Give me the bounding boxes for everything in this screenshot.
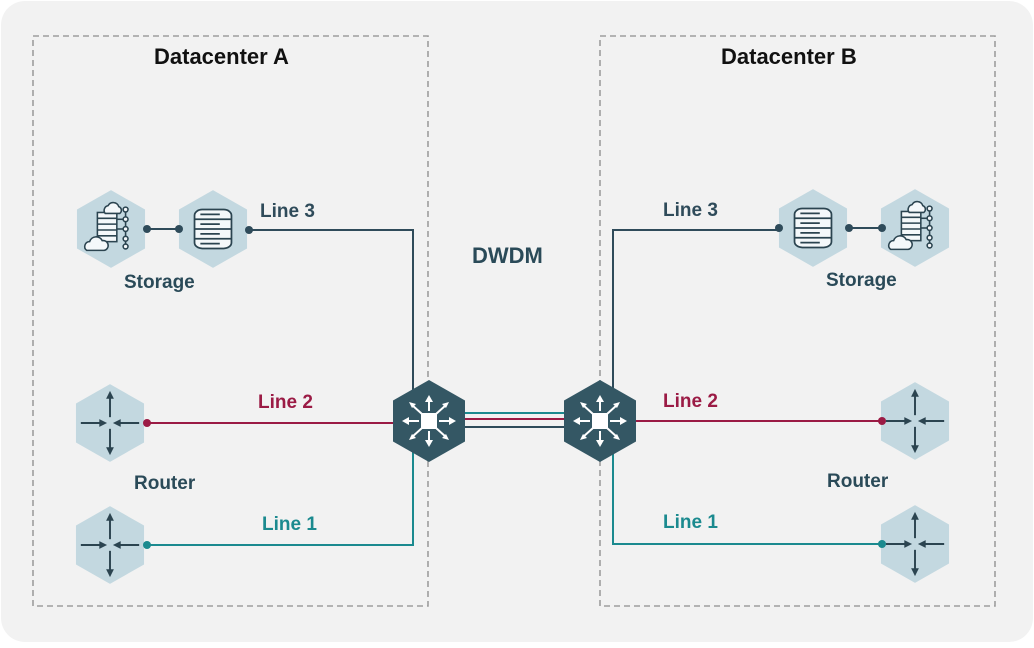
datacenter-a-box xyxy=(32,35,429,607)
line3-b-label: Line 3 xyxy=(663,200,718,221)
line1-b-connector xyxy=(612,425,882,545)
line3-b-connector xyxy=(612,229,779,420)
storage-b-label: Storage xyxy=(826,270,897,291)
line3-a-connector xyxy=(250,229,414,420)
dwdm-label: DWDM xyxy=(472,243,543,268)
datacenter-b-title: Datacenter B xyxy=(721,44,857,69)
datacenter-a-title: Datacenter A xyxy=(154,44,289,69)
endpoint-dots xyxy=(143,224,886,549)
line1-b-label: Line 1 xyxy=(663,512,718,533)
datacenter-b-box xyxy=(599,35,996,607)
line1-a-label: Line 1 xyxy=(262,514,317,535)
line2-b-label: Line 2 xyxy=(663,391,718,412)
router-a-label: Router xyxy=(134,473,196,494)
router-b-label: Router xyxy=(827,471,889,492)
line3-a-label: Line 3 xyxy=(260,201,315,222)
dwdm-trunk xyxy=(462,412,566,428)
storage-a-label: Storage xyxy=(124,272,195,293)
line1-a-connector xyxy=(148,425,414,546)
line2-a-label: Line 2 xyxy=(258,392,313,413)
